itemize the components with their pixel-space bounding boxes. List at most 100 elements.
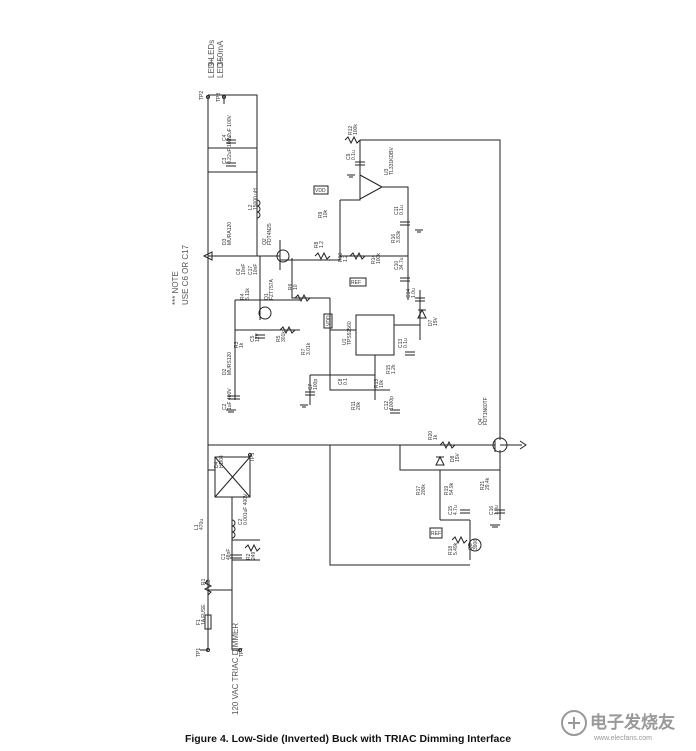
component-label-r18: R185.49k bbox=[448, 542, 459, 555]
component-label-r4: R45.11k bbox=[240, 288, 251, 300]
component-label-c8: C80.1 bbox=[338, 378, 349, 385]
component-label-q1: Q1FZT757A bbox=[264, 278, 275, 300]
component-label-c10: C1034.7u bbox=[394, 257, 405, 270]
transistor-q1 bbox=[258, 306, 272, 320]
capacitor-c11 bbox=[400, 221, 410, 226]
input-label: 120 VAC TRIAC DIMMER bbox=[231, 623, 240, 715]
component-label-l1: L1470u bbox=[194, 519, 205, 530]
component-label-r2: R2249 bbox=[246, 551, 257, 560]
capacitor-c16 bbox=[495, 509, 505, 514]
component-symbols bbox=[202, 95, 527, 652]
net-vdd-1: VDD bbox=[315, 188, 326, 194]
testpoint-marks bbox=[206, 95, 252, 652]
wires bbox=[200, 94, 522, 651]
component-label-r8: R81.2 bbox=[314, 241, 325, 248]
component-label-r13: R1310k bbox=[374, 379, 385, 388]
component-label-r6: R610 bbox=[288, 283, 299, 290]
component-label-r21: R2129.4k bbox=[480, 477, 491, 490]
component-label-r1: R133 bbox=[201, 578, 212, 585]
capacitor-c15 bbox=[460, 509, 470, 514]
component-label-c3: C30.22uF 100V bbox=[222, 135, 233, 164]
net-boxes bbox=[313, 185, 443, 539]
net-vdd-2: VDD bbox=[326, 315, 332, 326]
component-label-r10: R101.2 bbox=[338, 253, 349, 262]
component-label-q3: Q33906 bbox=[468, 539, 479, 550]
component-label-r15: R151.2k bbox=[386, 364, 397, 374]
net-labels: VDD REF VDD REF bbox=[315, 188, 441, 537]
component-label-d3: D3MURA120 bbox=[222, 222, 233, 245]
component-label-d7: D715V bbox=[428, 316, 439, 326]
component-label-c4: C42.2uF 100V bbox=[222, 114, 233, 141]
component-label-c1: C148nF bbox=[221, 549, 232, 560]
watermark-text: 电子发烧友 bbox=[590, 712, 675, 732]
resistor-r5 bbox=[279, 325, 296, 335]
component-label-r14: R14100k bbox=[371, 253, 382, 264]
net-ref-1: REF bbox=[351, 280, 361, 286]
component-label-d8: D815V bbox=[450, 452, 461, 462]
component-label-l2: L215000 uH bbox=[248, 188, 259, 210]
resistor-r8 bbox=[314, 251, 331, 261]
resistor-r20 bbox=[439, 440, 456, 450]
net-ref-2: REF bbox=[431, 531, 441, 537]
component-label-c2: C20.001uF 400V bbox=[238, 493, 249, 525]
component-label-c16: C161.0u bbox=[489, 505, 500, 515]
component-labels: F11A FUSE R133 C148nF R2249 L1470u C20.001uF … bbox=[194, 114, 500, 625]
component-label-c5: C512V bbox=[250, 332, 261, 342]
transistor-q2 bbox=[276, 249, 290, 263]
component-label-c13: C130.1u bbox=[398, 338, 409, 348]
capacitor-c12 bbox=[390, 409, 400, 414]
testpoint-labels: TP2 TP3 TP5 TP1 TP4 bbox=[196, 91, 256, 657]
capacitor-c10 bbox=[400, 277, 410, 282]
component-label-r3: R31k bbox=[234, 341, 245, 348]
bridge-d4 bbox=[214, 456, 251, 498]
transistor-q4 bbox=[492, 437, 508, 453]
component-label-c6: C610nF bbox=[236, 264, 247, 275]
resistor-r10 bbox=[349, 251, 366, 261]
component-label-c17: C1710nF bbox=[248, 264, 259, 275]
capacitor-c1 bbox=[230, 554, 242, 559]
resistor-r12 bbox=[344, 135, 361, 145]
capacitor-c14 bbox=[415, 297, 425, 302]
component-label-r12: R12100k bbox=[348, 124, 359, 135]
inductor-l2 bbox=[256, 199, 261, 219]
capacitor-c2 bbox=[228, 395, 240, 400]
component-label-c11: C110.1u bbox=[394, 205, 405, 215]
component-label-r19: R1954.9k bbox=[444, 482, 455, 495]
diode-d7 bbox=[417, 308, 427, 319]
resistor-r2 bbox=[244, 543, 261, 553]
figure-caption: Figure 4. Low-Side (Inverted) Buck with … bbox=[184, 733, 512, 745]
component-label-f1: F11A FUSE bbox=[196, 604, 207, 625]
inductor-l1 bbox=[231, 519, 236, 539]
annotations: 9 LEDs 350mA LED+ LED– *** NOTE USE C6 O… bbox=[171, 40, 240, 715]
tp1-label: TP1 bbox=[196, 648, 202, 657]
component-label-r20: R201k bbox=[428, 431, 439, 440]
component-label-r16: R163.83k bbox=[391, 230, 402, 243]
tp4-label: TP4 bbox=[239, 648, 245, 657]
capacitor-c4 bbox=[226, 139, 236, 144]
component-label-c14: C141.0u bbox=[406, 288, 417, 298]
leds-line1: 9 LEDs bbox=[207, 40, 216, 66]
component-label-r11: R1120k bbox=[351, 401, 362, 410]
component-label-u3: U3TL331KDBV bbox=[384, 147, 395, 175]
component-label-r5: R5301k bbox=[276, 331, 287, 342]
output-arrow bbox=[519, 440, 527, 450]
capacitor-c3 bbox=[226, 162, 236, 167]
component-label-c12: C121000p bbox=[384, 396, 395, 410]
capacitor-c5 bbox=[255, 334, 265, 339]
resistor-r6 bbox=[294, 293, 311, 303]
resistor-r18 bbox=[451, 535, 468, 545]
component-label-d2: D2MURS120 bbox=[222, 352, 233, 375]
component-label-c9: C90.1u bbox=[346, 150, 357, 160]
component-label-c2: C21uF 400V bbox=[222, 388, 233, 410]
diode-d8 bbox=[435, 455, 445, 466]
tp2-label: TP2 bbox=[199, 91, 205, 100]
component-label-r9: R910k bbox=[318, 209, 329, 218]
component-label-r17: R17200k bbox=[416, 484, 427, 495]
component-label-u1: U1TPS92560 bbox=[342, 321, 353, 345]
component-label-c15: C154.7u bbox=[448, 505, 459, 515]
ground-symbols bbox=[226, 174, 500, 528]
capacitor-c13 bbox=[405, 351, 415, 356]
tp5-label: TP5 bbox=[250, 453, 256, 462]
